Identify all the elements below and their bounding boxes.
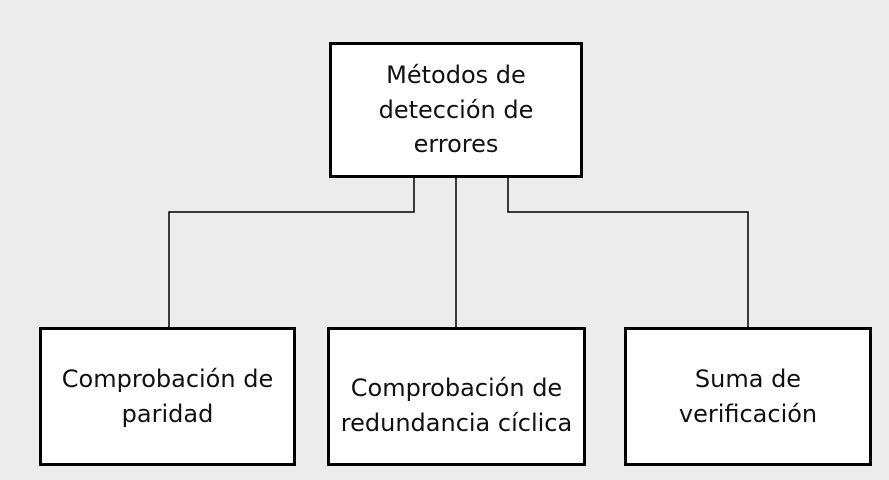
child-node-suma-verificacion: Suma de verificación [624, 327, 872, 466]
child-node-paridad-line-2: paridad [121, 399, 214, 428]
root-node-metodos-deteccion-errores: Métodos de detección de errores [329, 42, 583, 178]
child-node-paridad-line-1: Comprobación de [61, 364, 274, 393]
child-node-redundancia-line-1: Comprobación de [350, 373, 563, 402]
child-node-redundancia-ciclica: Comprobación de redundancia cíclica [327, 327, 586, 466]
connector-root-to-paridad [168, 178, 415, 327]
root-node-line-1: Métodos de [386, 60, 526, 89]
child-node-paridad: Comprobación de paridad [39, 327, 296, 466]
child-node-redundancia-line-2: redundancia cíclica [340, 408, 573, 437]
connector-root-to-verificacion [507, 178, 749, 327]
child-node-verificacion-line-2: verificación [678, 399, 818, 428]
child-node-paridad-label: Comprobación de paridad [62, 362, 273, 432]
child-node-verificacion-line-1: Suma de [694, 364, 802, 393]
child-node-redundancia-label: Comprobación de redundancia cíclica [341, 353, 572, 441]
child-node-verificacion-label: Suma de verificación [679, 362, 817, 432]
root-node-label: Métodos de detección de errores [379, 58, 534, 162]
root-node-line-2: detección de [378, 95, 534, 124]
root-node-line-3: errores [413, 130, 499, 159]
